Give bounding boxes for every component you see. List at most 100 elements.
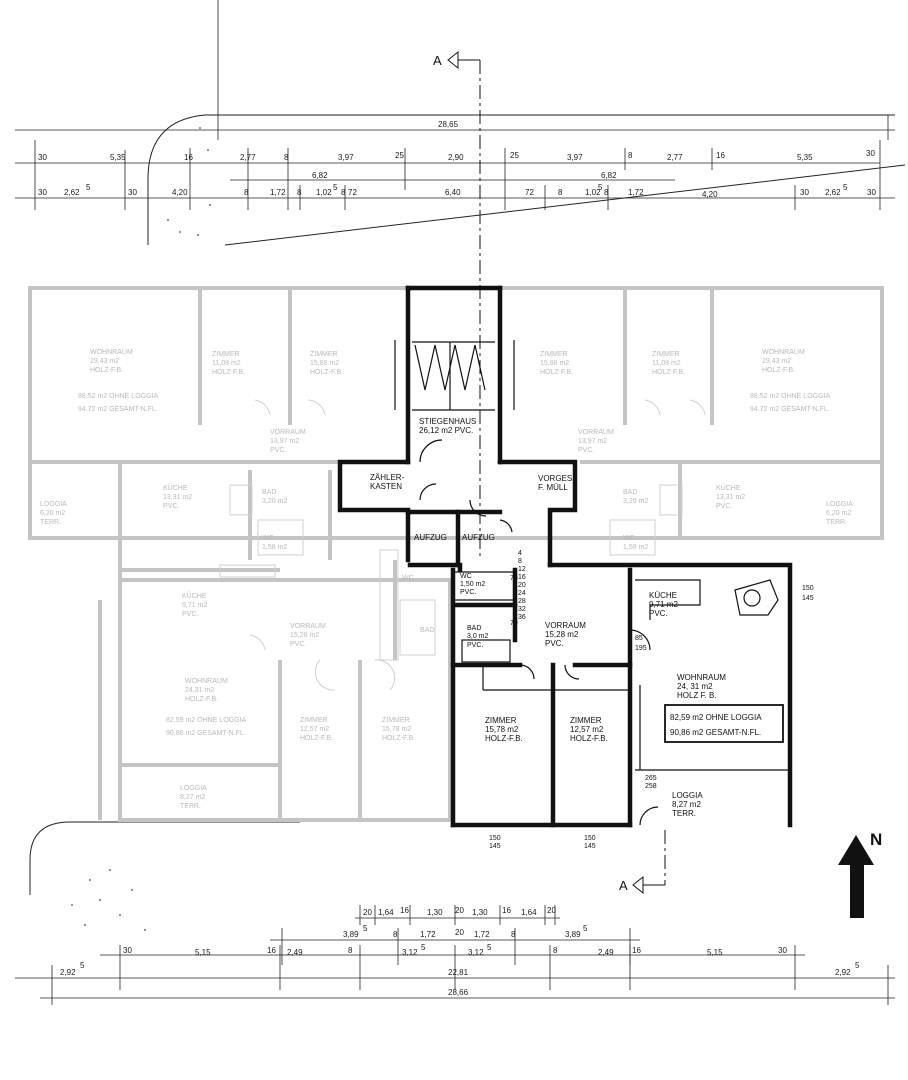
plan-label: 8 — [518, 558, 522, 565]
plan-label: PVC. — [467, 642, 483, 649]
plan-label: 1,64 — [378, 908, 394, 917]
plan-label: 90,86 m2 GESAMT-N.FL. — [670, 728, 761, 737]
plan-label: ZIMMER — [540, 351, 568, 358]
plan-label: HOLZ F. B. — [677, 691, 717, 700]
plan-label: 3,20 m2 — [262, 498, 287, 505]
plan-label: 5 — [855, 961, 860, 970]
plan-label: 6,20 m2 — [826, 510, 851, 517]
plan-label: 145 — [584, 843, 596, 850]
plan-label: 24, 31 m2 — [677, 682, 713, 691]
plan-label: 3,12 — [402, 948, 418, 957]
plan-label: 3,89 — [343, 930, 359, 939]
plan-label: 195 — [635, 645, 647, 652]
plan-label: 1,02 — [585, 188, 601, 197]
plan-label: 3,0 m2 — [467, 633, 489, 640]
plan-label: TERR. — [672, 809, 696, 818]
plan-label: 2,90 — [448, 153, 464, 162]
plan-label: 1,72 — [270, 188, 286, 197]
plan-label: 16 — [632, 946, 641, 955]
plan-label: LOGGIA — [826, 501, 853, 508]
north-arrow-icon — [838, 835, 874, 918]
plan-label: HOLZ-F.B. — [570, 734, 608, 743]
plan-label: 90,86 m2 GESAMT-N.FL. — [166, 730, 246, 737]
plan-label: 145 — [489, 843, 501, 850]
section-line — [447, 50, 666, 895]
plan-label: 5,35 — [110, 153, 126, 162]
plan-label: 29,43 m2 — [90, 358, 119, 365]
plan-label: HOLZ-F.B. — [212, 369, 245, 376]
plan-label: 13,97 m2 — [270, 438, 299, 445]
plan-label: 5,35 — [797, 153, 813, 162]
plan-label: 8 — [628, 151, 633, 160]
plan-label: PVC. — [716, 503, 732, 510]
plan-label: 30 — [866, 149, 875, 158]
plan-label: KÜCHE — [182, 592, 207, 600]
vorraum-label: VORRAUM — [545, 621, 586, 630]
plan-label: 8,27 m2 — [672, 800, 701, 809]
plan-label: 15,78 m2 — [485, 725, 519, 734]
plan-label: 3,89 — [565, 930, 581, 939]
bottom-dimension-text: 20 1,64 16 1,30 20 1,30 16 1,64 20 3,89 … — [60, 906, 860, 997]
plan-label: 72 — [525, 188, 534, 197]
plan-label: WC — [262, 535, 274, 542]
lift-a-label: AUFZUG — [414, 533, 447, 542]
plan-label: 88,52 m2 OHNE LOGGIA — [750, 393, 830, 400]
plan-label: 5 — [843, 183, 848, 192]
plan-label: 22,81 — [448, 968, 469, 977]
plan-label: 15,88 m2 — [540, 360, 569, 367]
site-lines — [29, 114, 906, 895]
plan-label: 5 — [86, 183, 91, 192]
plan-label: VORRAUM — [270, 429, 306, 436]
plan-label: F. MÜLL — [538, 483, 568, 492]
plan-label: 16 — [184, 153, 193, 162]
plan-label: 1,72 — [420, 930, 436, 939]
plan-label: 5 — [333, 183, 338, 192]
plan-label: ZIMMER — [382, 717, 410, 724]
plan-label: 11,08 m2 — [212, 360, 241, 367]
plan-label: 30 — [128, 188, 137, 197]
plan-label: 2,92 — [835, 968, 851, 977]
plan-label: VORGES — [538, 474, 572, 483]
plan-label: 13,97 m2 — [578, 438, 607, 445]
plan-label: PVC. — [163, 503, 179, 510]
plan-label: BAD — [467, 625, 481, 632]
plan-label: 88,52 m2 OHNE LOGGIA — [78, 393, 158, 400]
plan-label: 82,59 m2 OHNE LOGGIA — [166, 717, 246, 724]
plan-label: 1,58 m2 — [262, 544, 287, 551]
bottom-dimension-chains — [15, 905, 895, 1005]
stair-label: STIEGENHAUS — [419, 417, 476, 426]
plan-label: 6,40 — [445, 188, 461, 197]
plan-label: 5,15 — [707, 948, 723, 957]
north-label: N — [870, 830, 882, 849]
plan-label: 2,92 — [60, 968, 76, 977]
plan-label: 20 — [547, 906, 556, 915]
plan-label: 3,20 m2 — [623, 498, 648, 505]
plan-label: 1,50 m2 — [460, 581, 485, 588]
plan-label: 6,82 — [312, 171, 328, 180]
zimmer1-label: ZIMMER — [485, 716, 517, 725]
plan-label: 30 — [778, 946, 787, 955]
plan-label: 13,31 m2 — [163, 494, 192, 501]
plan-label: TERR. — [826, 519, 847, 526]
plan-label: ZIMMER — [652, 351, 680, 358]
plan-label: WOHNRAUM — [185, 678, 228, 685]
plan-label: PVC. — [578, 447, 594, 454]
plan-label: 1,30 — [472, 908, 488, 917]
plan-label: PVC. — [545, 639, 564, 648]
plan-label: ZIMMER — [310, 351, 338, 358]
plan-label: LOGGIA — [40, 501, 67, 508]
plan-label: ZÄHLER- — [370, 473, 405, 482]
plan-label: 5 — [80, 961, 85, 970]
plan-label: 16 — [502, 906, 511, 915]
plan-label: 8 — [558, 188, 563, 197]
plan-label: 5 — [487, 943, 492, 952]
plan-label: 24 — [518, 590, 526, 597]
plan-label: 150 — [489, 835, 501, 842]
plan-label: 5 — [583, 924, 588, 933]
plan-label: 20 — [363, 908, 372, 917]
plan-label: PVC. — [460, 589, 476, 596]
lift-b-label: AUFZUG — [462, 533, 495, 542]
site-hatch-dots — [71, 127, 211, 931]
plan-label: HOLZ-F.B. — [310, 369, 343, 376]
plan-label: 20 — [518, 582, 526, 589]
